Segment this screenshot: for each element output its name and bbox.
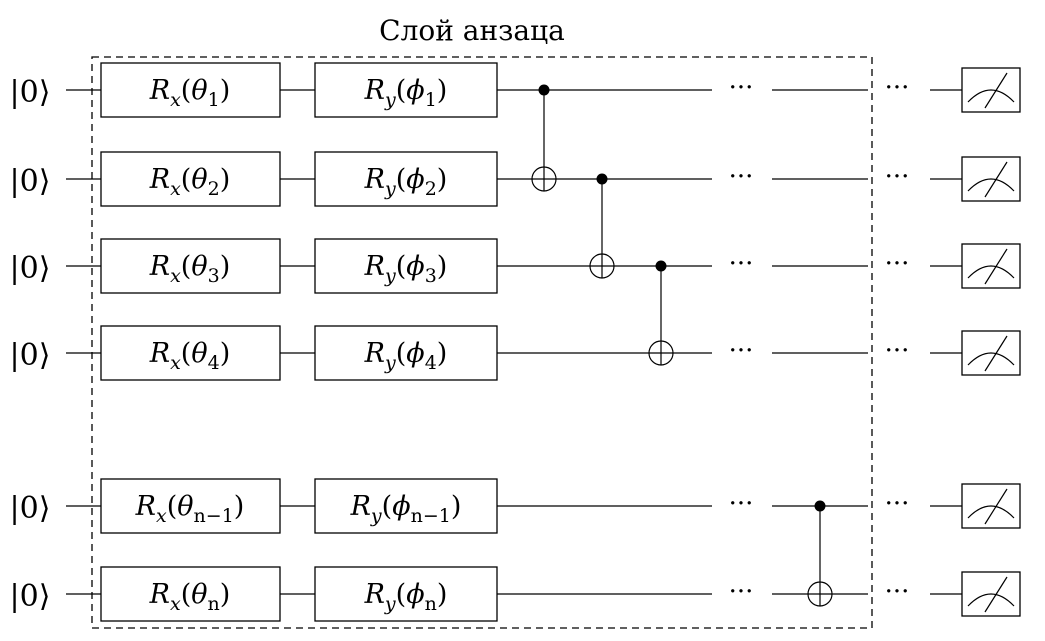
ellipsis-dots: ···: [729, 73, 754, 103]
ellipsis-dots: ···: [885, 73, 910, 103]
rx-gate: [100, 238, 281, 294]
initial-state-label: |0⟩: [10, 579, 51, 614]
ry-gate-label: Ry(ϕ4): [364, 338, 448, 374]
meter-needle: [984, 576, 1008, 613]
rx-gate: [100, 566, 281, 622]
meter-icon: [961, 571, 1021, 617]
qubit-row: |0⟩ Rx(θ4) Ry(ϕ4) ··· ···: [10, 325, 1021, 381]
qubit-row: |0⟩ Rx(θn−1) Ry(ϕn−1) ··· ···: [10, 478, 1021, 534]
rx-gate-label: Rx(θ3): [149, 251, 231, 287]
ry-gate-label: Ry(ϕn−1): [350, 491, 462, 527]
ellipsis-dots: ···: [729, 336, 754, 366]
meter-needle: [984, 161, 1008, 198]
ry-gate: [314, 238, 498, 294]
control-dot: [596, 173, 608, 185]
ry-gate: [314, 62, 498, 118]
initial-state-label: |0⟩: [10, 251, 51, 286]
ellipsis-dots: ···: [885, 489, 910, 519]
control-dot: [655, 260, 667, 272]
rx-gate-label: Rx(θ4): [149, 338, 231, 374]
control-dot: [814, 500, 826, 512]
ellipsis-dots: ···: [885, 162, 910, 192]
ry-gate: [314, 325, 498, 381]
rx-gate: [100, 62, 281, 118]
meter-icon: [961, 67, 1021, 113]
ry-gate: [314, 151, 498, 207]
cnot-gate: [589, 173, 615, 279]
meter-arc: [967, 352, 1015, 366]
meter-icon: [961, 330, 1021, 376]
meter-arc: [967, 593, 1015, 607]
ellipsis-dots: ···: [885, 336, 910, 366]
control-dot: [538, 84, 550, 96]
meter-needle: [984, 248, 1008, 285]
meter-arc: [967, 178, 1015, 192]
meter-icon: [961, 156, 1021, 202]
cnot-gate: [807, 500, 833, 607]
ellipsis-dots: ···: [729, 489, 754, 519]
ry-gate-label: Ry(ϕ2): [364, 164, 448, 200]
ansatz-layer-title: Слой анзаца: [379, 14, 565, 47]
ellipsis-dots: ···: [885, 249, 910, 279]
qubit-row: |0⟩ Rx(θn) Ry(ϕn) ··· ···: [10, 566, 1021, 622]
rx-gate-label: Rx(θn−1): [135, 491, 245, 527]
cnot-gate: [531, 84, 557, 192]
rx-gate-label: Rx(θn): [149, 579, 231, 615]
ry-gate-label: Ry(ϕn): [364, 579, 448, 615]
ry-gate: [314, 566, 498, 622]
initial-state-label: |0⟩: [10, 75, 51, 110]
ry-gate: [314, 478, 498, 534]
initial-state-label: |0⟩: [10, 338, 51, 373]
meter-arc: [967, 505, 1015, 519]
ry-gate-label: Ry(ϕ3): [364, 251, 448, 287]
qubit-row: |0⟩ Rx(θ2) Ry(ϕ2) ··· ···: [10, 151, 1021, 207]
meter-arc: [967, 265, 1015, 279]
ellipsis-dots: ···: [729, 162, 754, 192]
ellipsis-dots: ···: [729, 249, 754, 279]
rx-gate: [100, 325, 281, 381]
ellipsis-dots: ···: [885, 577, 910, 607]
rx-gate-label: Rx(θ2): [149, 164, 231, 200]
initial-state-label: |0⟩: [10, 164, 51, 199]
qubit-row: |0⟩ Rx(θ3) Ry(ϕ3) ··· ···: [10, 238, 1021, 294]
meter-arc: [967, 89, 1015, 103]
qubit-row: |0⟩ Rx(θ1) Ry(ϕ1) ··· ···: [10, 62, 1021, 118]
rx-gate-label: Rx(θ1): [149, 75, 231, 111]
meter-needle: [984, 335, 1008, 372]
meter-needle: [984, 72, 1008, 109]
ry-gate-label: Ry(ϕ1): [364, 75, 448, 111]
rx-gate: [100, 478, 281, 534]
initial-state-label: |0⟩: [10, 491, 51, 526]
ansatz-layer-box: [91, 56, 873, 629]
rx-gate: [100, 151, 281, 207]
meter-icon: [961, 483, 1021, 529]
meter-needle: [984, 488, 1008, 525]
cnot-gate: [648, 260, 674, 366]
ellipsis-dots: ···: [729, 577, 754, 607]
meter-icon: [961, 243, 1021, 289]
